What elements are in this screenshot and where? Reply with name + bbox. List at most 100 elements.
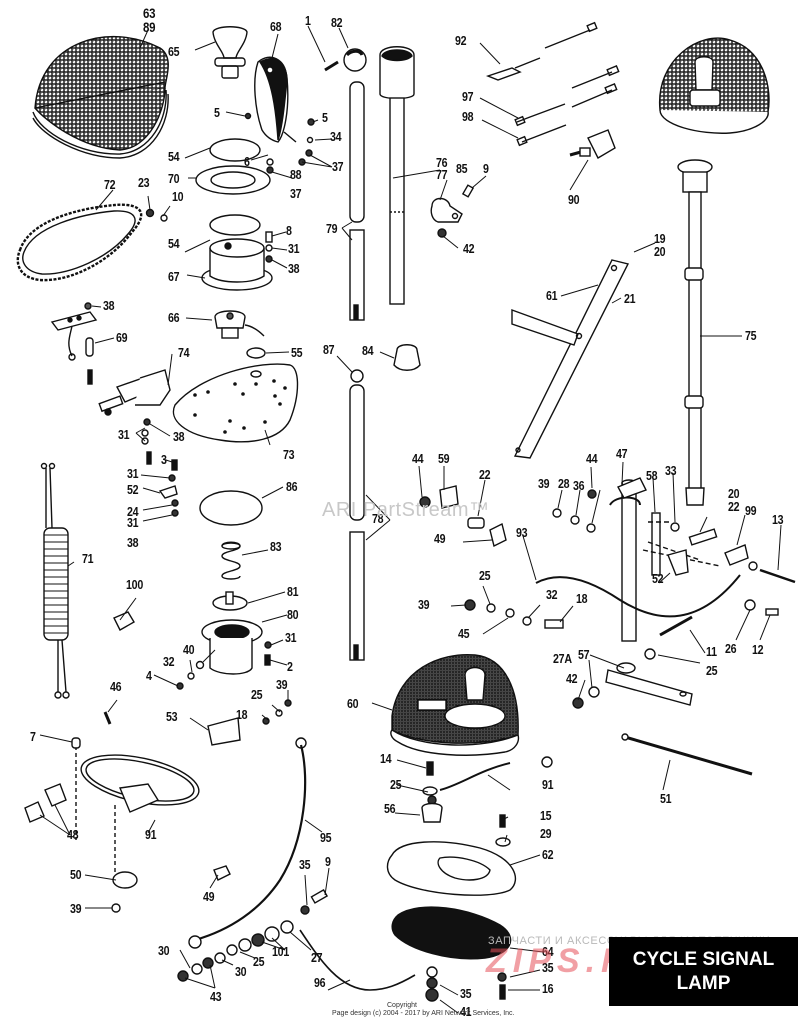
callout-25: 25 — [251, 687, 263, 702]
callout-27: 27 — [311, 950, 323, 965]
part-57-strap — [605, 662, 693, 706]
callout-67: 67 — [168, 269, 180, 284]
callout-45: 45 — [458, 626, 470, 641]
part-87-clip — [350, 369, 364, 383]
callout-48: 48 — [67, 827, 79, 842]
callout-33: 33 — [665, 463, 677, 478]
part-50-clamp — [112, 871, 138, 889]
callout-96: 96 — [314, 975, 326, 990]
callout-57: 57 — [578, 647, 590, 662]
callout-5: 5 — [322, 110, 328, 125]
part-90-toggle-switch — [569, 129, 616, 159]
part-67-housing — [201, 238, 273, 291]
callout-37: 37 — [290, 186, 302, 201]
callout-16: 16 — [542, 981, 554, 996]
callout-1: 1 — [305, 13, 311, 28]
part-washer-stack — [177, 888, 329, 982]
callout-91: 91 — [542, 777, 554, 792]
callout-66: 66 — [168, 310, 180, 325]
callout-83: 83 — [270, 539, 282, 554]
callout-25: 25 — [390, 777, 402, 792]
callout-35: 35 — [542, 960, 554, 975]
part-54-ring-lower — [209, 214, 261, 236]
callout-9: 9 — [325, 854, 331, 869]
callout-71: 71 — [82, 551, 94, 566]
callout-68: 68 — [270, 19, 282, 34]
callout-2: 2 — [287, 659, 293, 674]
diagram-title-box: CYCLE SIGNAL LAMP — [609, 937, 798, 1006]
callout-70: 70 — [168, 171, 180, 186]
part-78-tube — [349, 384, 365, 661]
callout-81: 81 — [287, 584, 299, 599]
callout-87: 87 — [323, 342, 335, 357]
callout-79: 79 — [326, 221, 338, 236]
part-83-spring — [221, 541, 241, 580]
callout-97: 97 — [462, 89, 474, 104]
part-46-terminal — [103, 711, 112, 725]
callout-41: 41 — [460, 1004, 472, 1019]
callout-15: 15 — [540, 808, 552, 823]
callout-18: 18 — [236, 707, 248, 722]
callout-74: 74 — [178, 345, 190, 360]
part-64-gasket — [391, 906, 512, 960]
callout-37: 37 — [332, 159, 344, 174]
callout-43: 43 — [210, 989, 222, 1004]
callout-42: 42 — [463, 241, 475, 256]
part-47-clamp — [617, 477, 647, 499]
callout-91: 91 — [145, 827, 157, 842]
part-100-connector — [113, 611, 135, 631]
callout-73: 73 — [283, 447, 295, 462]
callout-35: 35 — [299, 857, 311, 872]
callout-89: 89 — [143, 19, 156, 35]
part-60-lamp-housing — [390, 653, 520, 756]
callout-20: 20 — [654, 244, 666, 259]
callout-56: 56 — [384, 801, 396, 816]
callout-49: 49 — [434, 531, 446, 546]
callout-38: 38 — [127, 535, 139, 550]
callout-44: 44 — [412, 451, 424, 466]
callout-32: 32 — [546, 587, 558, 602]
callout-63: 63 — [143, 5, 156, 21]
callout-23: 23 — [138, 175, 150, 190]
callout-39: 39 — [70, 901, 82, 916]
part-1-pin — [324, 60, 339, 72]
callout-72: 72 — [104, 177, 116, 192]
callout-8: 8 — [286, 223, 292, 238]
callout-11: 11 — [706, 644, 717, 659]
part-96-cable — [299, 929, 416, 991]
callout-82: 82 — [331, 15, 343, 30]
part-55-grommet — [246, 347, 266, 359]
callout-95: 95 — [320, 830, 332, 845]
callout-32: 32 — [163, 654, 175, 669]
callout-30: 30 — [235, 964, 247, 979]
callout-39: 39 — [538, 476, 550, 491]
callout-31: 31 — [127, 466, 139, 481]
leader-lines — [39, 25, 782, 1014]
callout-85: 85 — [456, 161, 468, 176]
part-71-coil — [40, 462, 70, 699]
part-95-cable — [194, 744, 307, 942]
callout-34: 34 — [330, 129, 342, 144]
callout-31: 31 — [127, 515, 139, 530]
callout-61: 61 — [546, 288, 558, 303]
callout-19: 19 — [654, 231, 666, 246]
part-91-ground-wire — [439, 762, 511, 791]
callout-27a: 27A — [553, 651, 572, 666]
part-54-ring — [209, 138, 261, 162]
callout-64: 64 — [542, 944, 554, 959]
part-53-bracket — [207, 717, 241, 746]
callout-25: 25 — [479, 568, 491, 583]
callout-26: 26 — [725, 641, 737, 656]
callout-3: 3 — [161, 452, 167, 467]
part-74-flasher-unit — [98, 369, 171, 416]
callout-77: 77 — [436, 167, 448, 182]
callout-13: 13 — [772, 512, 784, 527]
callout-49: 49 — [203, 889, 215, 904]
part-51-tool — [624, 735, 753, 776]
diagram-title-line1: CYCLE SIGNAL — [632, 948, 775, 970]
callout-38: 38 — [288, 261, 300, 276]
part-85-clamp — [430, 197, 463, 223]
partstream-watermark: ARI PartStream™ — [322, 499, 490, 521]
callout-54: 54 — [168, 236, 180, 251]
